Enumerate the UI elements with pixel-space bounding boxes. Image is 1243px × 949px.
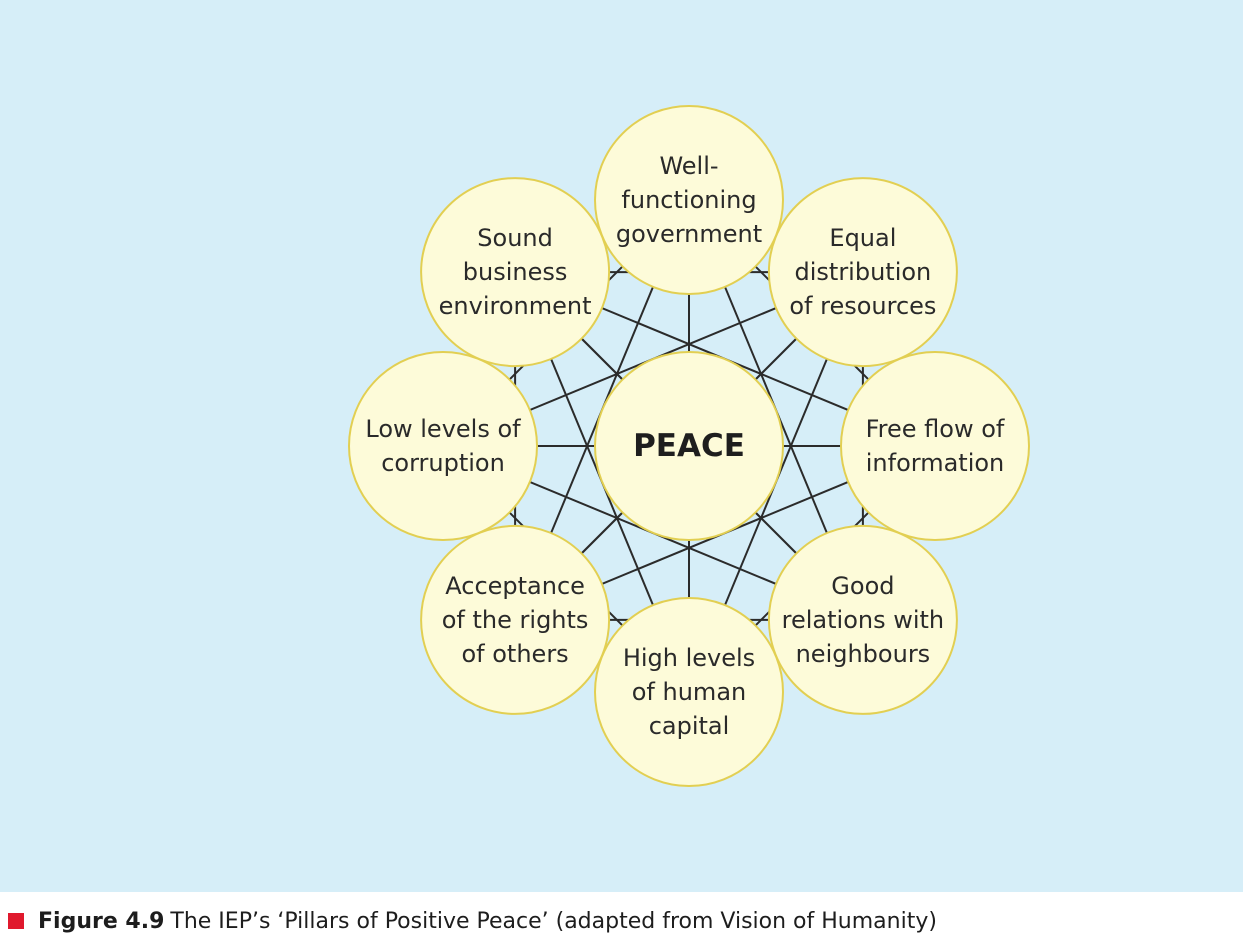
peace-node-label-line: PEACE: [633, 428, 745, 464]
pillar-human-capital-circle: [594, 597, 784, 787]
figure-caption: Figure 4.9 The IEP’s ‘Pillars of Positiv…: [8, 903, 937, 939]
pillar-neighbours-circle: [767, 524, 958, 715]
pillar-resources: Equal distribution of resources: [767, 177, 958, 368]
caption-marker-icon: [8, 913, 24, 929]
pillar-nodes: PEACE Well-functioning government Equal dist…: [348, 105, 1030, 787]
pillar-business-circle: [420, 177, 611, 368]
pillar-government-circle: [594, 105, 784, 295]
pillar-information-label-line: Free flow of: [866, 415, 1005, 443]
pillar-neighbours-label-line: Good: [831, 572, 894, 600]
pillar-information: Free flow of information: [840, 351, 1030, 541]
pillar-resources-label-line: Equal: [829, 224, 896, 252]
pillar-neighbours: Good relations with neighbours: [767, 524, 958, 715]
pillar-corruption-circle: [348, 351, 538, 541]
caption-label: Figure 4.9: [38, 908, 165, 934]
diagram-panel: PEACE Well-functioning government Equal dist…: [0, 0, 1243, 892]
pillar-business-label-line: business: [463, 258, 568, 286]
pillar-corruption-label-line: corruption: [381, 449, 505, 477]
pillar-neighbours-label-line: neighbours: [796, 640, 931, 668]
pillar-information-circle: [840, 351, 1030, 541]
pillar-resources-label-line: of resources: [789, 292, 936, 320]
pillars-diagram: PEACE Well-functioning government Equal dist…: [348, 105, 1030, 787]
pillar-government-label-line: functioning: [621, 186, 756, 214]
peace-node: PEACE: [594, 351, 784, 541]
pillar-neighbours-label-line: relations with: [782, 606, 945, 634]
pillar-government: Well-functioning government: [594, 105, 784, 295]
pillar-rights-label-line: Acceptance: [445, 572, 585, 600]
pillar-rights-label-line: of the rights: [442, 606, 589, 634]
peace-node-circle: [594, 351, 784, 541]
pillar-resources-label-line: distribution: [795, 258, 932, 286]
pillar-resources-circle: [767, 177, 958, 368]
pillar-corruption: Low levels of corruption: [348, 351, 538, 541]
pillar-rights-label-line: of others: [461, 640, 568, 668]
pillar-corruption-label-line: Low levels of: [365, 415, 521, 443]
pillar-information-label-line: information: [866, 449, 1005, 477]
pillar-business-label-line: Sound: [477, 224, 553, 252]
pillar-human-capital-label-line: capital: [649, 712, 730, 740]
pillar-human-capital-label-line: High levels: [623, 644, 755, 672]
pillar-rights-circle: [420, 524, 611, 715]
pillar-business-label-line: environment: [439, 292, 592, 320]
caption-text: The IEP’s ‘Pillars of Positive Peace’ (a…: [170, 908, 937, 934]
pillar-government-label-line: government: [616, 220, 762, 248]
pillar-government-label-line: Well-: [659, 152, 718, 180]
pillar-business: Sound business environment: [420, 177, 611, 368]
pillar-rights: Acceptance of the rights of others: [420, 524, 611, 715]
pillar-human-capital-label-line: of human: [632, 678, 746, 706]
pillar-human-capital: High levels of human capital: [594, 597, 784, 787]
